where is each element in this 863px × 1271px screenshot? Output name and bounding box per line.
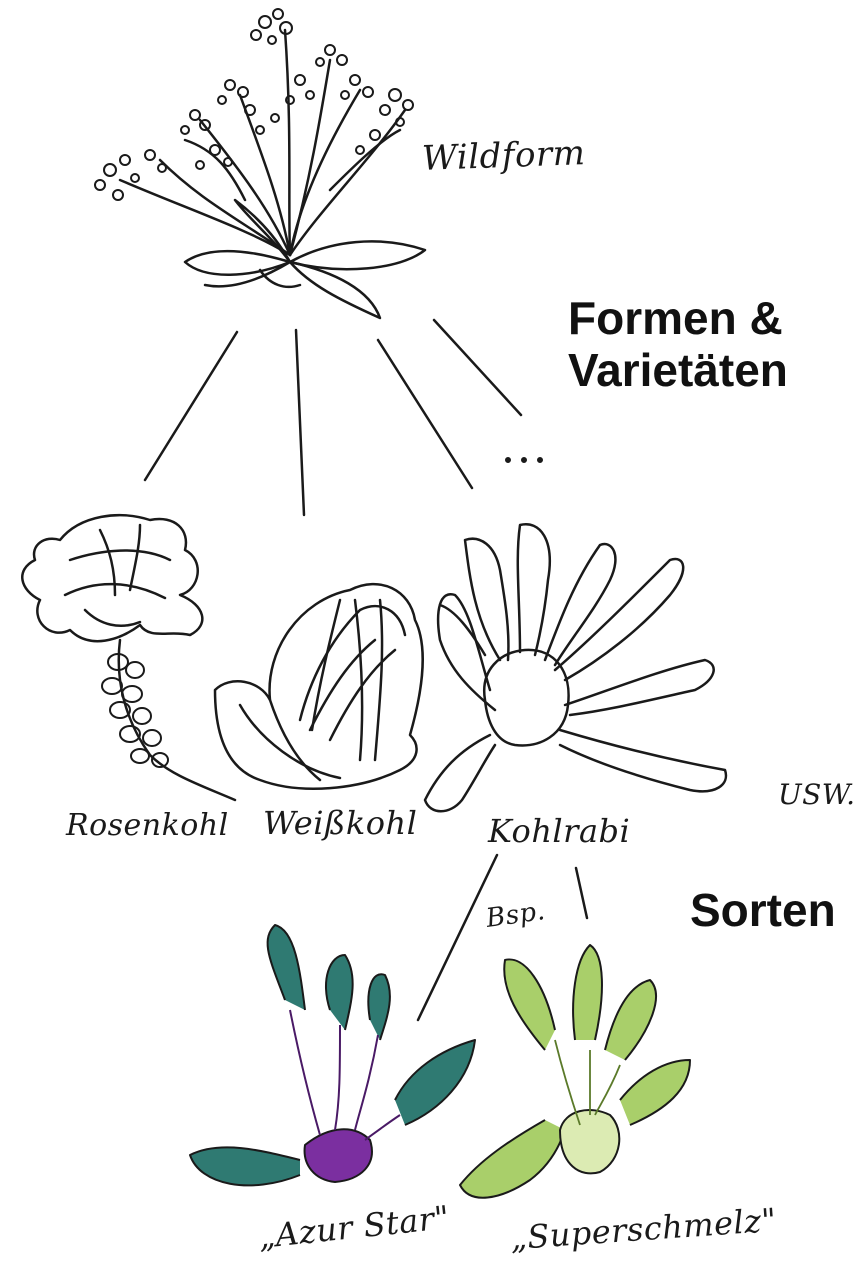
kohlrabi-drawing bbox=[425, 524, 726, 811]
heading-forms-varieties: Formen & Varietäten bbox=[568, 292, 788, 397]
label-weisskohl: Weißkohl bbox=[263, 804, 417, 842]
label-usw: USW. bbox=[778, 778, 856, 811]
heading-forms-line2: Varietäten bbox=[568, 344, 788, 396]
superschmelz-drawing bbox=[460, 945, 690, 1198]
branch-lines-cultivars bbox=[418, 855, 587, 1020]
branch-lines-forms bbox=[145, 320, 521, 515]
label-wildform: Wildform bbox=[421, 133, 586, 179]
weisskohl-drawing bbox=[215, 584, 423, 789]
heading-cultivars: Sorten bbox=[690, 884, 836, 936]
label-kohlrabi: Kohlrabi bbox=[488, 812, 630, 850]
heading-forms-line1: Formen & bbox=[568, 292, 788, 344]
ellipsis-dots bbox=[507, 459, 542, 462]
rosenkohl-drawing bbox=[22, 515, 235, 800]
label-rosenkohl: Rosenkohl bbox=[66, 808, 229, 843]
azur-star-drawing bbox=[190, 925, 475, 1185]
wildform-plant-drawing bbox=[95, 9, 425, 318]
